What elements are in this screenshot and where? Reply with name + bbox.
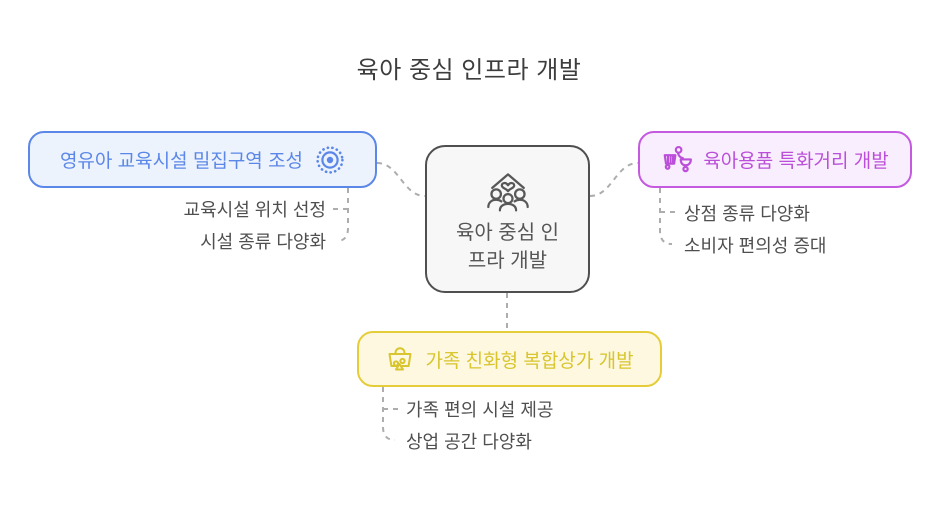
connector-bottom-children-spine (382, 387, 396, 441)
connector-center-to-right (589, 162, 639, 197)
node-center-topic[interactable]: 육아 중심 인프라 개발 (425, 145, 590, 293)
node-family-mall-label: 가족 친화형 복합상가 개발 (425, 350, 634, 372)
stroller-icon (661, 145, 693, 175)
node-center-topic-label: 육아 중심 인프라 개발 (455, 221, 560, 272)
connector-left-to-center (376, 162, 426, 197)
node-education-cluster-label: 영유아 교육시설 밀집구역 조성 (59, 151, 304, 172)
connector-left-children-spine (336, 188, 349, 242)
leaf-shop-variety[interactable]: 상점 종류 다양화 (684, 204, 810, 224)
shopping-basket-icon (385, 345, 415, 374)
page-title: 육아 중심 인프라 개발 (356, 57, 582, 84)
connector-right-children-spine (659, 188, 673, 245)
node-childcare-goods-street[interactable]: 육아용품 특화거리 개발 (638, 131, 912, 188)
node-family-mall[interactable]: 가족 친화형 복합상가 개발 (357, 331, 662, 387)
target-icon (315, 145, 345, 175)
leaf-consumer-convenience[interactable]: 소비자 편의성 증대 (684, 236, 827, 256)
leaf-family-facilities[interactable]: 가족 편의 시설 제공 (406, 400, 554, 420)
leaf-education-location[interactable]: 교육시설 위치 선정 (183, 200, 326, 220)
family-home-heart-icon (481, 164, 535, 214)
node-childcare-goods-street-label: 육아용품 특화거리 개발 (703, 151, 889, 172)
node-education-cluster[interactable]: 영유아 교육시설 밀집구역 조성 (28, 131, 377, 188)
leaf-education-variety[interactable]: 시설 종류 다양화 (200, 232, 326, 252)
leaf-commercial-space[interactable]: 상업 공간 다양화 (406, 432, 532, 452)
